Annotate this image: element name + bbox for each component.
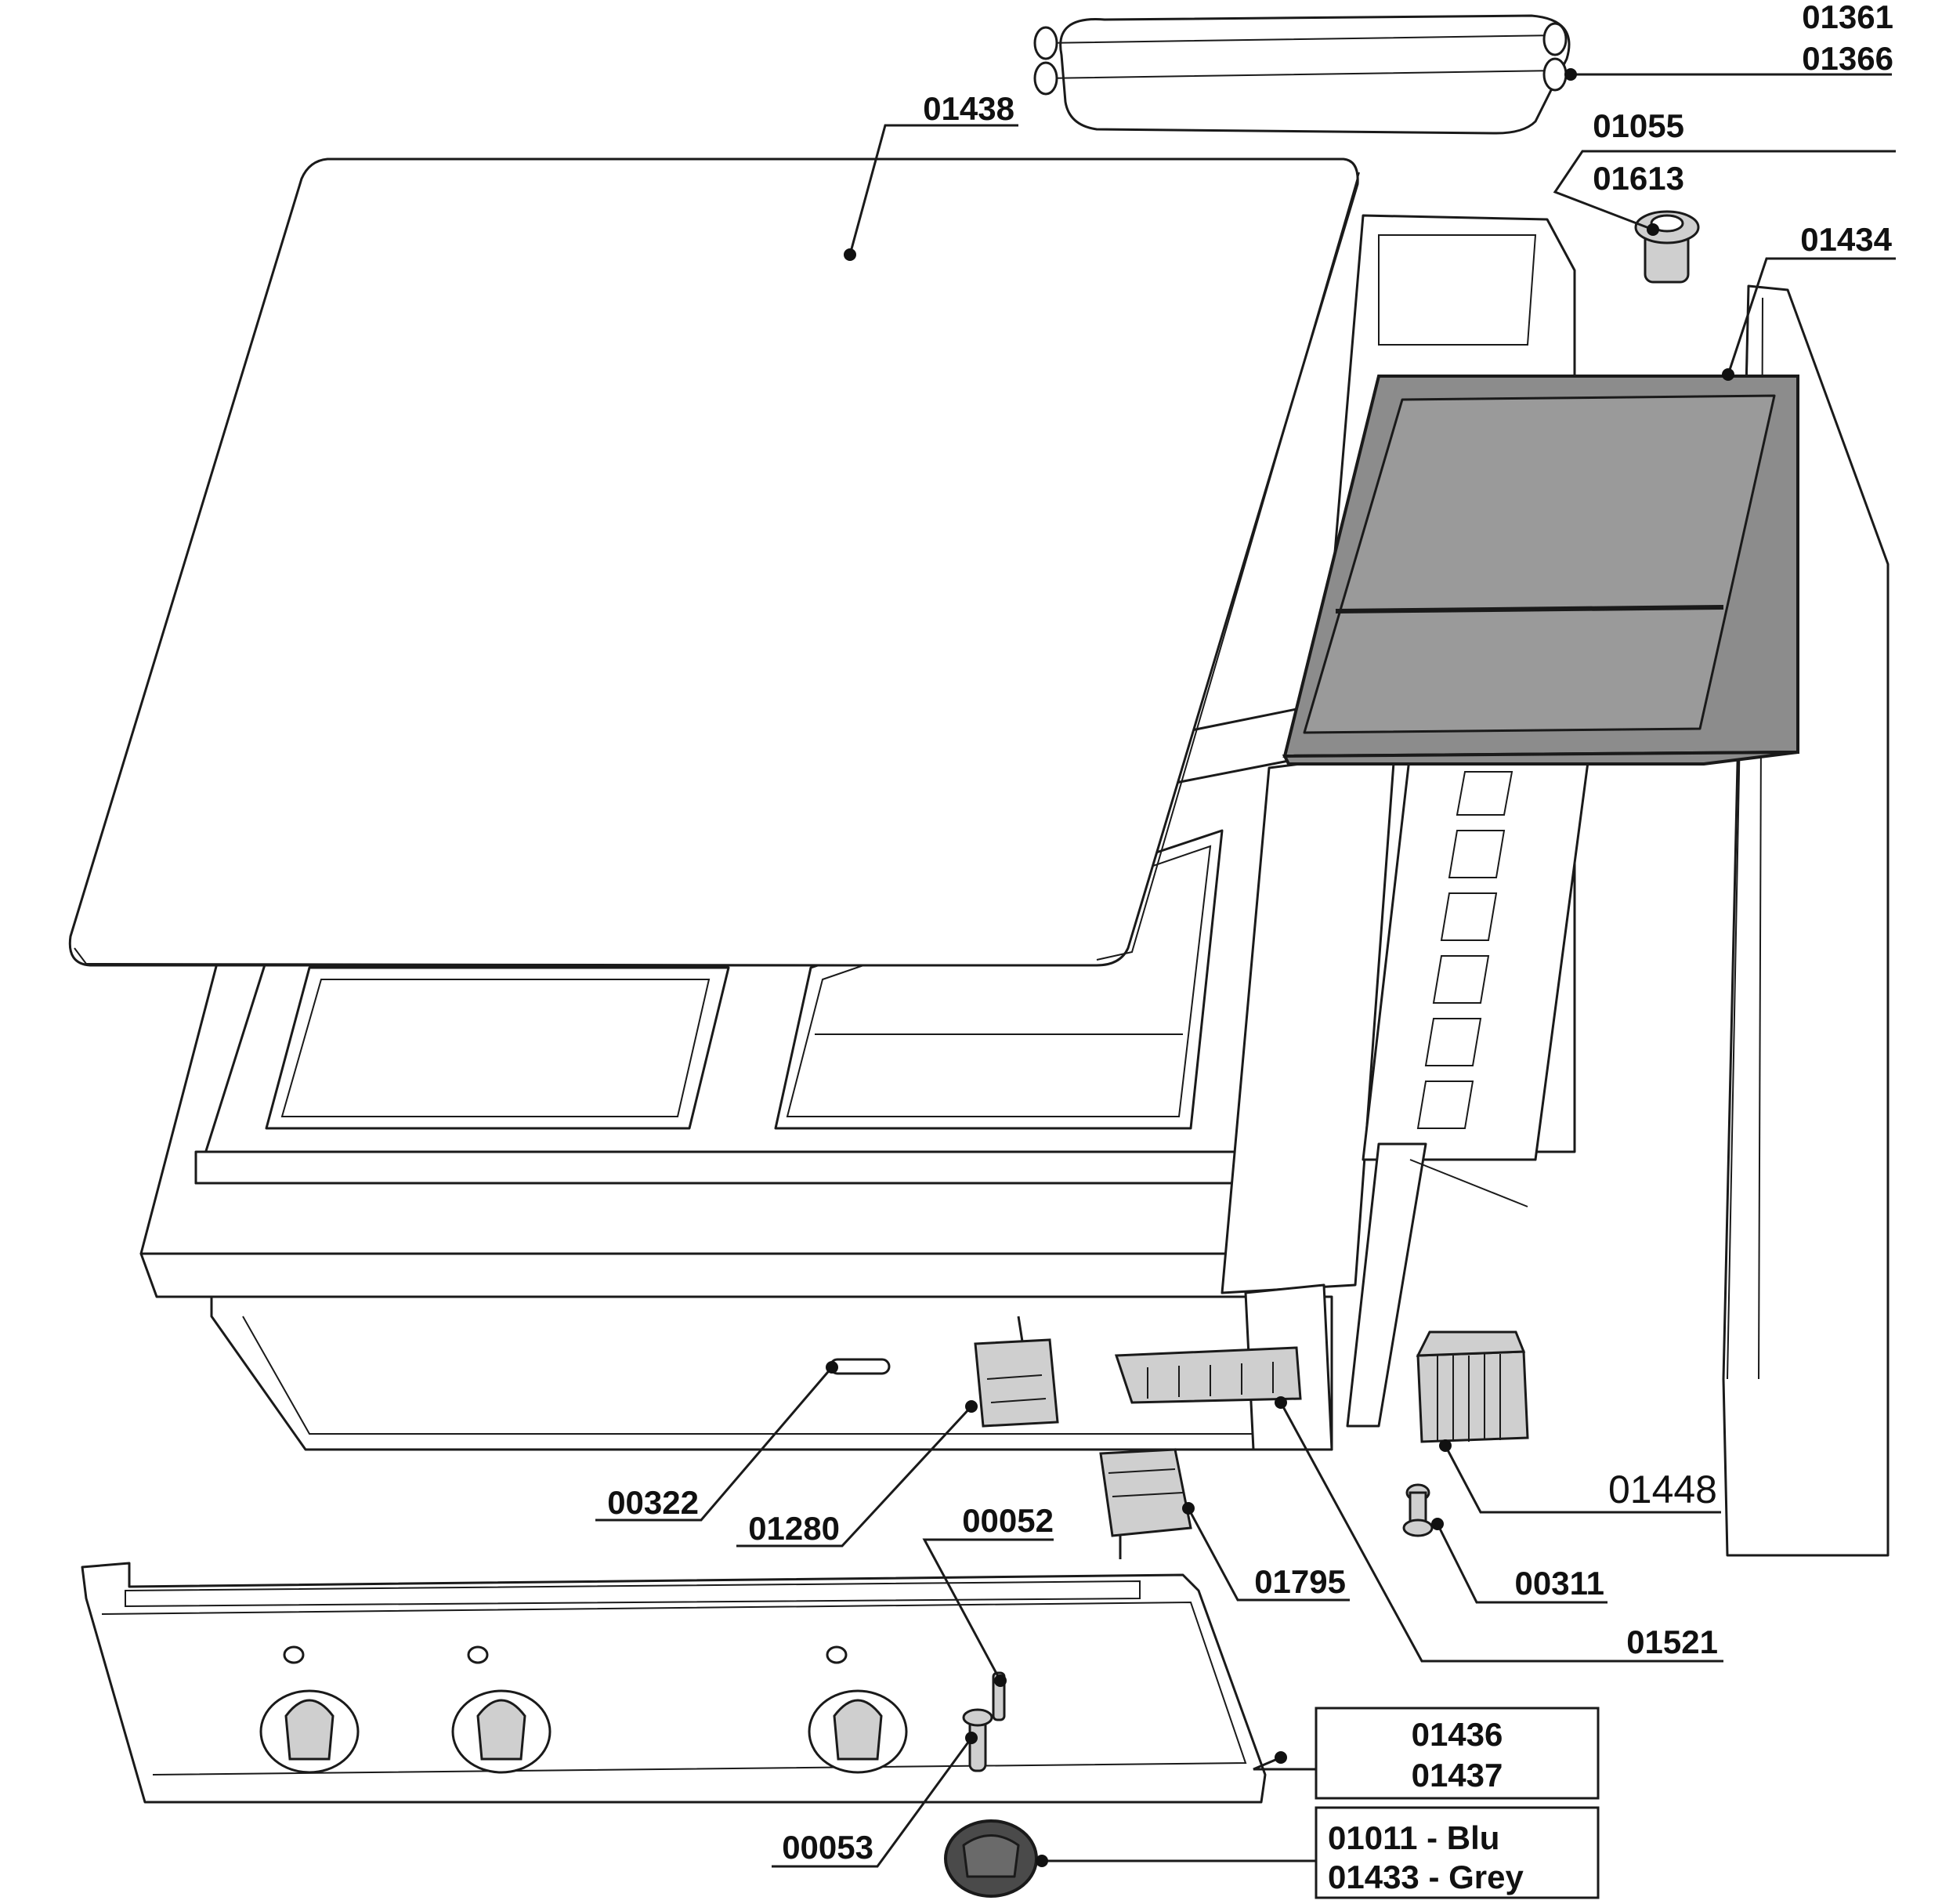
control-panel xyxy=(81,1562,1267,1804)
knob-centre xyxy=(451,1689,551,1774)
terminal-block xyxy=(1416,1330,1529,1443)
label-00053: 00053 xyxy=(782,1829,873,1866)
label-01280: 01280 xyxy=(748,1510,840,1547)
control-knob xyxy=(944,1819,1038,1898)
label-01011: 01011 - Blu xyxy=(1328,1819,1499,1856)
label-01521: 01521 xyxy=(1626,1623,1718,1660)
label-01361: 01361 xyxy=(1802,0,1893,35)
label-01366: 01366 xyxy=(1802,40,1893,77)
handle-bar xyxy=(1033,14,1571,135)
label-00052: 00052 xyxy=(962,1502,1054,1539)
label-01437: 01437 xyxy=(1412,1757,1503,1794)
leader-lines xyxy=(595,68,1896,1868)
knob-right xyxy=(808,1689,908,1774)
label-01613: 01613 xyxy=(1593,160,1684,197)
label-01438: 01438 xyxy=(923,90,1014,127)
cooktop-cover xyxy=(68,157,1360,967)
cable-gland xyxy=(1634,210,1700,284)
label-01434: 01434 xyxy=(1800,221,1892,258)
label-01448: 01448 xyxy=(1608,1468,1717,1511)
indicator-lamp xyxy=(829,1358,891,1375)
label-00311: 00311 xyxy=(1515,1565,1604,1602)
label-01795: 01795 xyxy=(1254,1563,1346,1600)
label-01055: 01055 xyxy=(1593,107,1684,144)
thermostat xyxy=(1099,1448,1192,1559)
label-box-knob xyxy=(1315,1806,1600,1899)
knob-left xyxy=(259,1689,360,1774)
label-box-panel xyxy=(1315,1707,1600,1800)
label-01436: 01436 xyxy=(1412,1716,1503,1753)
grill-plate xyxy=(1282,375,1799,766)
adjustable-foot xyxy=(1402,1483,1434,1537)
label-01433: 01433 - Grey xyxy=(1328,1859,1524,1895)
part-labels: 01361 01366 01438 01055 01613 01434 0144… xyxy=(607,0,1893,1895)
selector-switch xyxy=(974,1316,1059,1428)
label-00322: 00322 xyxy=(607,1484,699,1521)
mounting-bracket xyxy=(1114,1346,1302,1404)
